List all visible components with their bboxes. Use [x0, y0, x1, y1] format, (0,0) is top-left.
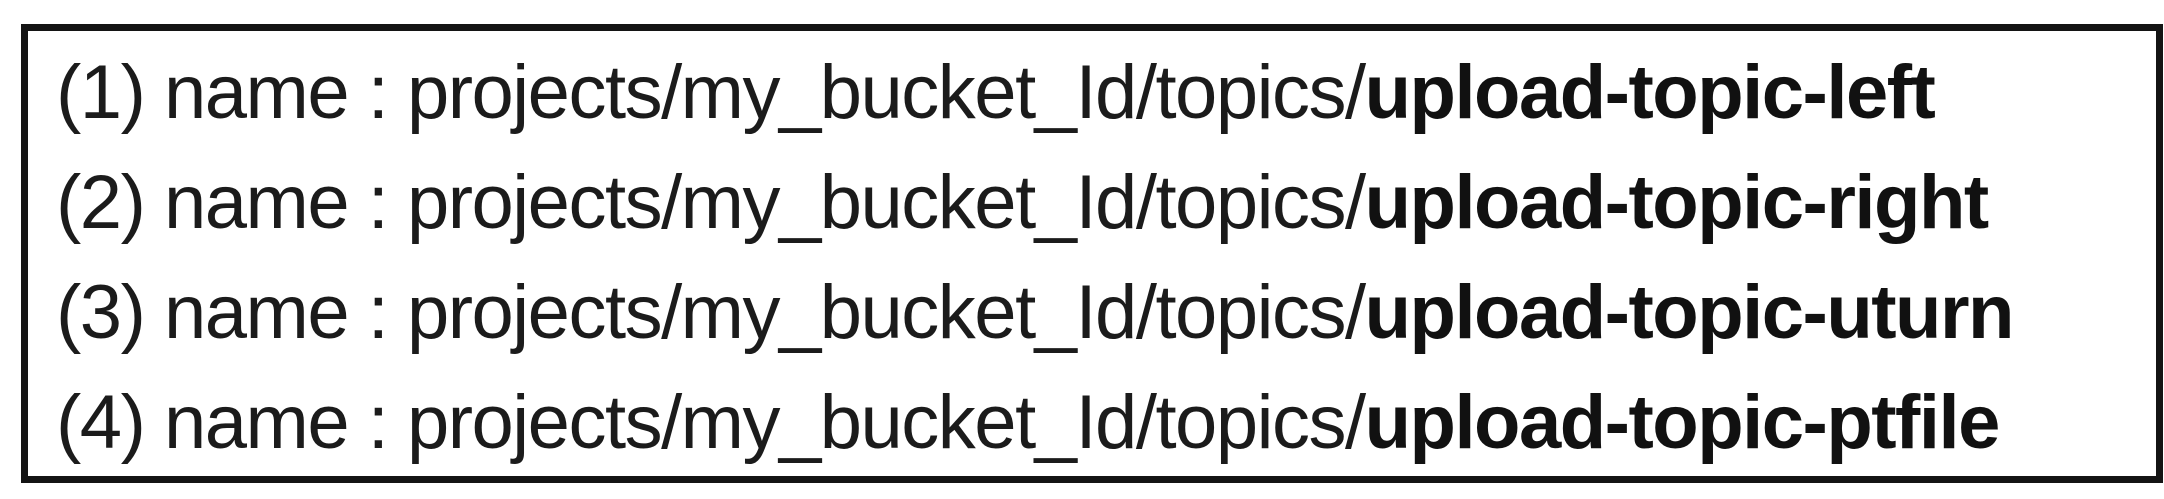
topic-line-2-name: upload-topic-right [1364, 160, 1990, 245]
topics-list-box: (1) name : projects/my_bucket_Id/topics/… [21, 24, 2163, 483]
topic-line-4-prefix: (4) name : projects/my_bucket_Id/topics/ [56, 380, 1366, 465]
topic-line-3-prefix: (3) name : projects/my_bucket_Id/topics/ [56, 270, 1366, 355]
topic-line-4: (4) name : projects/my_bucket_Id/topics/… [56, 368, 2156, 478]
topic-line-1-name: upload-topic-left [1364, 50, 1936, 135]
topic-line-3: (3) name : projects/my_bucket_Id/topics/… [56, 258, 2156, 368]
topic-line-1: (1) name : projects/my_bucket_Id/topics/… [56, 38, 2156, 148]
topic-line-1-prefix: (1) name : projects/my_bucket_Id/topics/ [56, 50, 1366, 135]
topic-line-2: (2) name : projects/my_bucket_Id/topics/… [56, 148, 2156, 258]
topic-line-3-name: upload-topic-uturn [1364, 270, 2015, 355]
topic-line-2-prefix: (2) name : projects/my_bucket_Id/topics/ [56, 160, 1366, 245]
topic-line-4-name: upload-topic-ptfile [1364, 380, 2001, 465]
